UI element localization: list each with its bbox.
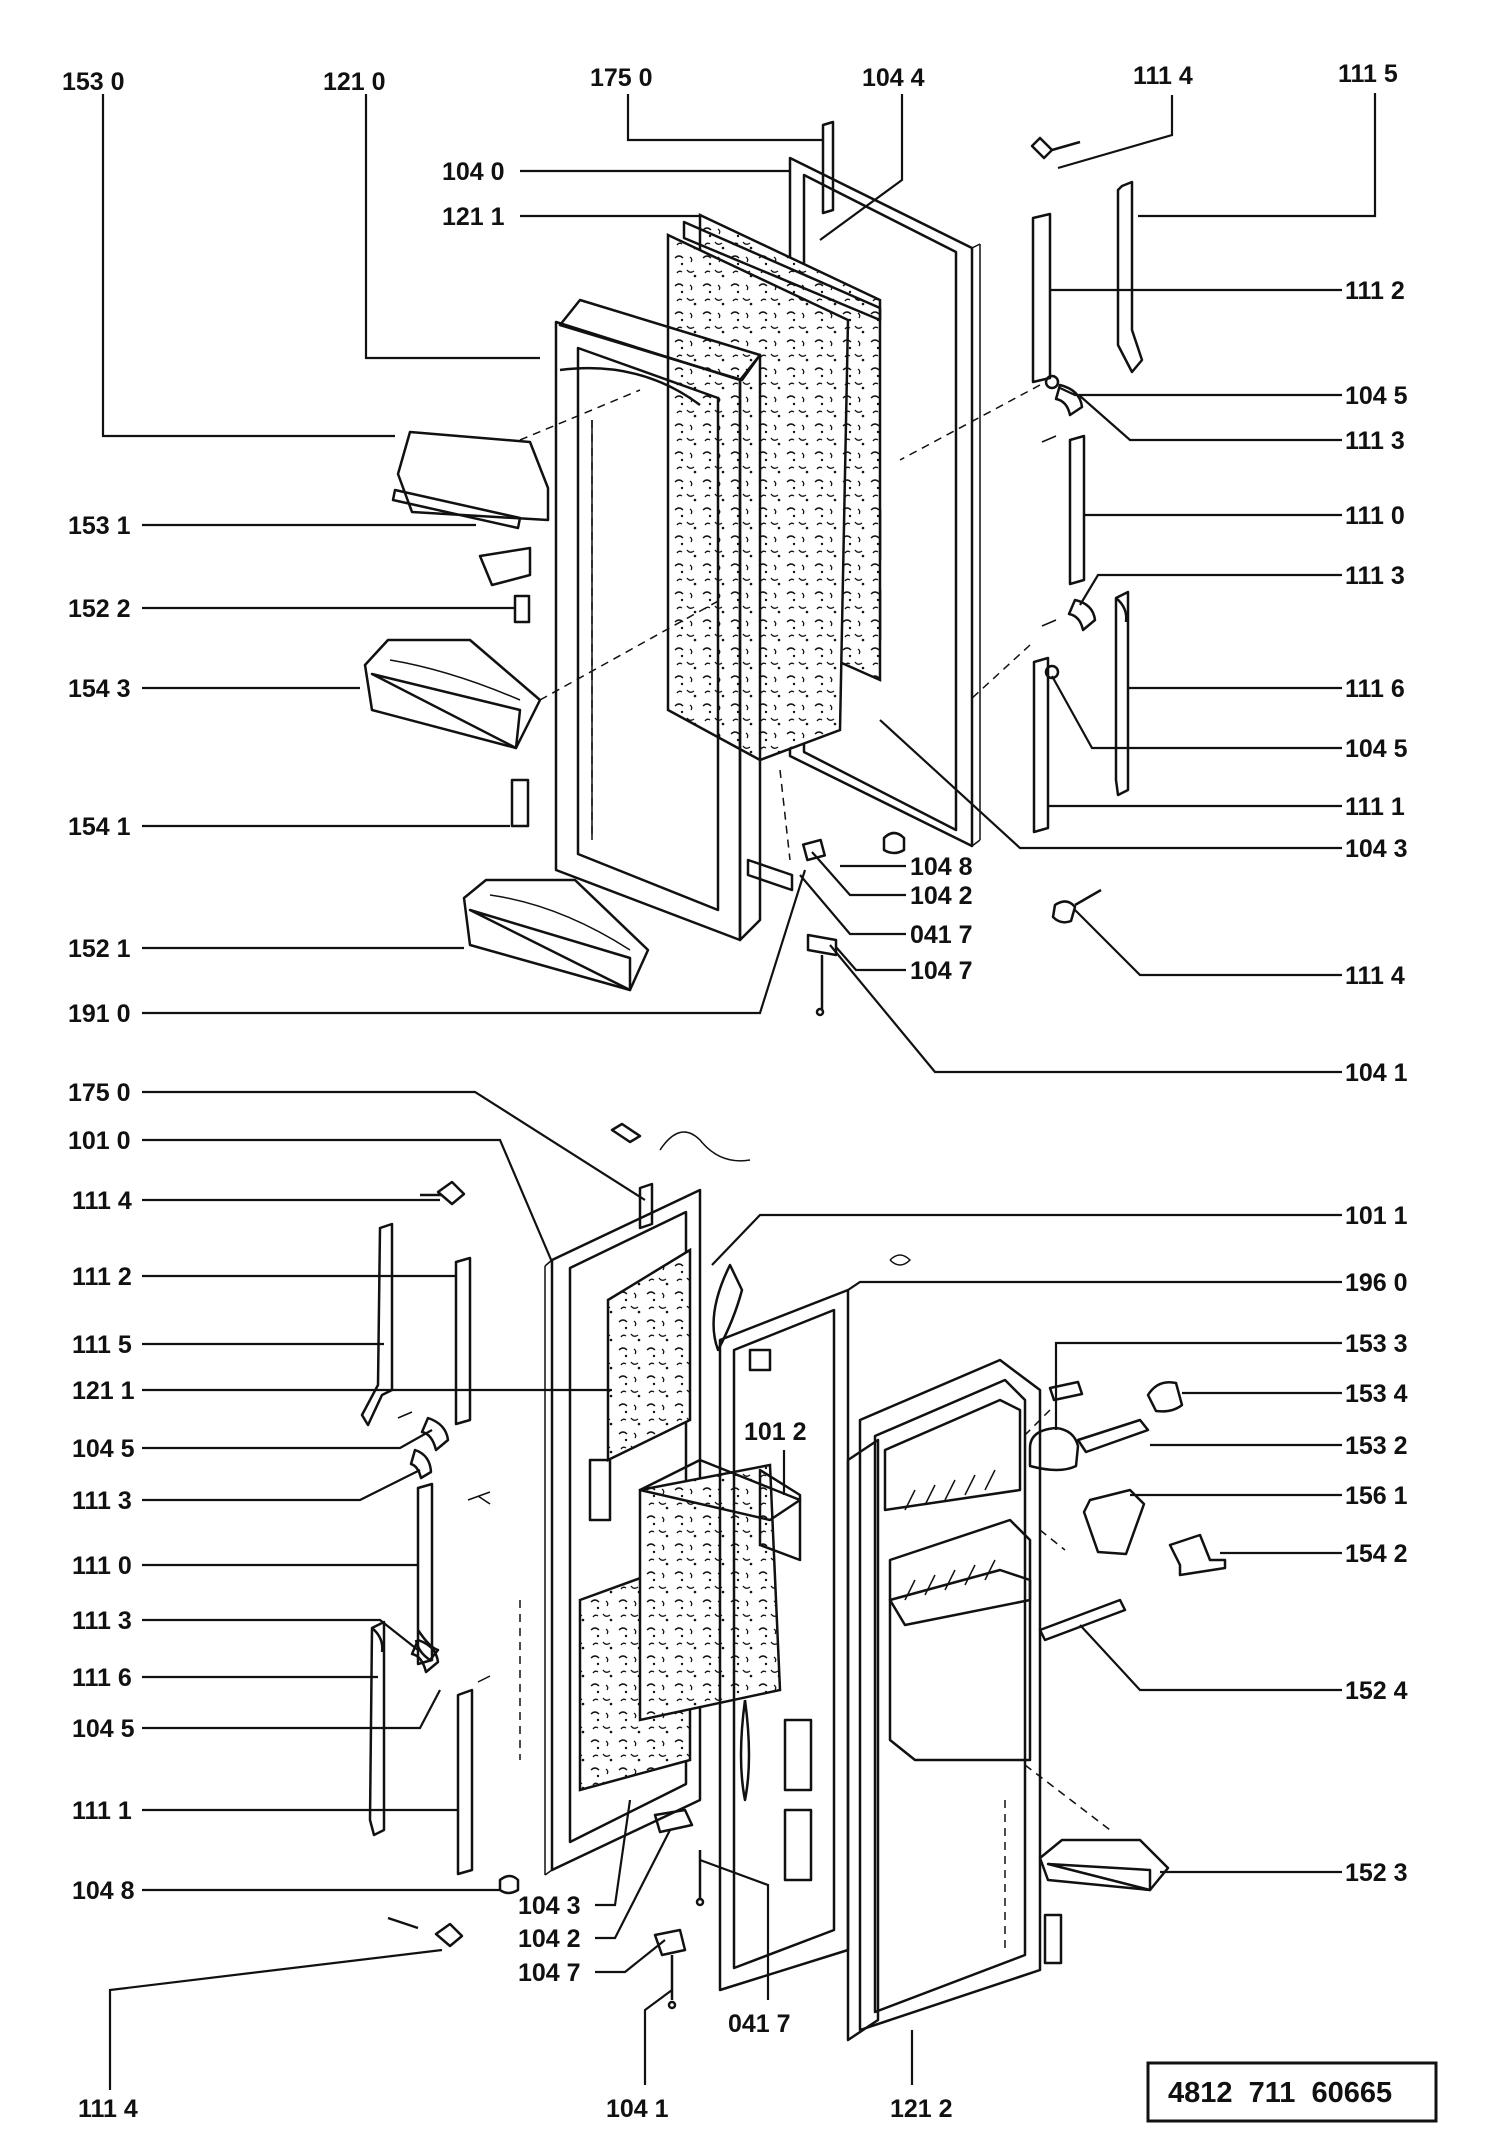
label-lower-left-5: 121 1 (72, 1377, 135, 1405)
label-lower-right-8: 152 3 (1345, 1859, 1408, 1887)
label-lower-right-2: 153 3 (1345, 1330, 1408, 1358)
label-upper-left-4: 154 3 (68, 675, 131, 703)
label-upper-left-3: 152 2 (68, 595, 131, 623)
label-upper-left-1: 121 1 (442, 203, 505, 231)
label-lower-left-8: 111 0 (72, 1552, 132, 1580)
label-upper-left-5: 154 1 (68, 813, 131, 841)
left-side-trims-lower (360, 1180, 520, 1948)
label-upper-right-0: 111 2 (1345, 277, 1405, 305)
upper-bin (363, 599, 721, 750)
label-lower-right-6: 154 2 (1345, 1540, 1408, 1568)
label-lower-left-13: 104 8 (72, 1877, 135, 1905)
label-lower-left-11: 104 5 (72, 1715, 135, 1743)
label-lower-left-4: 111 5 (72, 1331, 132, 1359)
drawing-number-box: 4812 711 60665 (1146, 2061, 1438, 2123)
lower-door-assembly (360, 1122, 1227, 2042)
label-upper-top-2: 175 0 (590, 64, 653, 92)
right-side-trims-upper (899, 136, 1144, 924)
foam-insulation-lower (578, 1247, 802, 1792)
label-lower-left-10: 111 6 (72, 1664, 132, 1692)
inner-door-liner (554, 298, 762, 942)
label-lower-right-4: 153 2 (1345, 1432, 1408, 1460)
label-lower-center-0: 101 2 (744, 1418, 807, 1446)
label-lower-bottom-1: 104 2 (518, 1925, 581, 1953)
label-upper-right-7: 111 1 (1345, 793, 1405, 821)
door-gasket-panel (712, 1263, 850, 1992)
part-labels: 153 0 121 0 175 0 104 4 111 4 111 5 104 … (62, 60, 1408, 2123)
outer-door-panel-lower (519, 1188, 702, 1876)
foam-insulation (666, 213, 882, 762)
label-upper-center-1: 104 2 (910, 882, 973, 910)
top-strip-lower (610, 1122, 751, 1230)
hinge-hardware-lower (653, 1808, 705, 2010)
label-lower-bottom-4: 041 7 (728, 2010, 791, 2038)
drawing-number: 4812 711 60665 (1168, 2077, 1392, 2109)
label-upper-top-3: 104 4 (862, 64, 925, 92)
compartment-flap (478, 546, 532, 624)
label-lower-right-1: 196 0 (1345, 1269, 1408, 1297)
label-lower-bottom-5: 121 2 (890, 2095, 953, 2123)
label-upper-left-0: 104 0 (442, 158, 505, 186)
label-upper-top-5: 111 5 (1338, 60, 1398, 88)
label-lower-left-14: 111 4 (78, 2095, 138, 2123)
label-upper-right-1: 104 5 (1345, 382, 1408, 410)
label-lower-left-6: 104 5 (72, 1435, 135, 1463)
leader-lines (101, 93, 1377, 2090)
label-lower-left-3: 111 2 (72, 1263, 132, 1291)
label-lower-right-0: 101 1 (1345, 1202, 1408, 1230)
label-lower-right-5: 156 1 (1345, 1482, 1408, 1510)
label-upper-right-4: 111 3 (1345, 562, 1405, 590)
label-upper-right-5: 111 6 (1345, 675, 1405, 703)
label-lower-bottom-2: 104 7 (518, 1959, 581, 1987)
label-upper-right-9: 111 4 (1345, 962, 1405, 990)
label-lower-right-3: 153 4 (1345, 1380, 1408, 1408)
label-lower-left-2: 111 4 (72, 1187, 132, 1215)
label-upper-right-8: 104 3 (1345, 835, 1408, 863)
label-upper-left-6: 152 1 (68, 935, 131, 963)
dairy-compartment (391, 389, 641, 530)
hinge-hardware-upper (746, 769, 906, 1017)
top-strip (821, 120, 835, 215)
inner-liner-dispenser (846, 1358, 1111, 2042)
label-lower-bottom-0: 104 3 (518, 1892, 581, 1920)
bin-clip-upper (510, 778, 530, 828)
label-upper-right-3: 111 0 (1345, 502, 1405, 530)
label-lower-right-7: 152 4 (1345, 1677, 1408, 1705)
label-upper-top-4: 111 4 (1133, 62, 1193, 90)
label-lower-left-0: 175 0 (68, 1079, 131, 1107)
label-upper-top-1: 121 0 (323, 68, 386, 96)
label-upper-right-2: 111 3 (1345, 427, 1405, 455)
lower-bin-upper (462, 878, 650, 992)
label-upper-center-2: 041 7 (910, 921, 973, 949)
label-upper-center-3: 104 7 (910, 957, 973, 985)
label-lower-left-7: 111 3 (72, 1487, 132, 1515)
label-lower-left-1: 101 0 (68, 1127, 131, 1155)
dispenser-parts (889, 1254, 1227, 1965)
label-upper-right-6: 104 5 (1345, 735, 1408, 763)
upper-door-assembly (363, 120, 1144, 1017)
label-upper-right-10: 104 1 (1345, 1059, 1408, 1087)
label-lower-left-12: 111 1 (72, 1797, 132, 1825)
label-upper-left-7: 191 0 (68, 1000, 131, 1028)
label-upper-center-0: 104 8 (910, 853, 973, 881)
label-lower-left-9: 111 3 (72, 1607, 132, 1635)
label-upper-top-0: 153 0 (62, 68, 125, 96)
label-lower-bottom-3: 104 1 (606, 2095, 669, 2123)
label-upper-left-2: 153 1 (68, 512, 131, 540)
